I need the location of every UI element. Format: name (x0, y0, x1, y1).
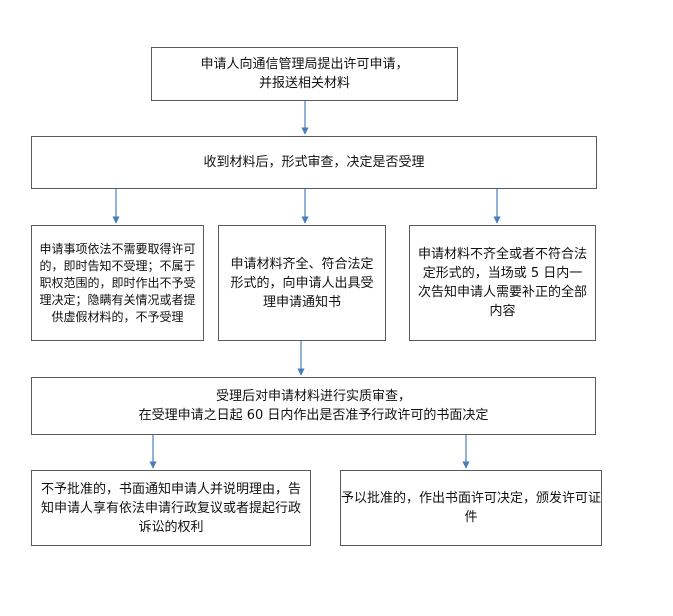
node-incomplete-text: 申请材料不齐全或者不符合法定形式的，当场或 5 日内一次告知申请人需要补正的全部… (418, 247, 588, 319)
node-approve-text: 予以批准的，作出书面许可决定，颁发许可证件 (341, 491, 602, 525)
node-approve: 予以批准的，作出书面许可决定，颁发许可证件 (340, 470, 602, 546)
node-incomplete: 申请材料不齐全或者不符合法定形式的，当场或 5 日内一次告知申请人需要补正的全部… (409, 225, 596, 341)
node-not-needed-text: 申请事项依法不需要取得许可的，即时告知不受理；不属于职权范围的，即时作出不予受理… (39, 241, 196, 324)
node-apply-text: 申请人向通信管理局提出许可申请， 并报送相关材料 (200, 57, 409, 91)
node-reject: 不予批准的，书面通知申请人并说明理由，告知申请人享有依法申请行政复议或者提起行政… (31, 470, 311, 546)
node-accept: 申请材料齐全、符合法定形式的，向申请人出具受理申请通知书 (218, 225, 386, 341)
node-review-form-text: 收到材料后，形式审查，决定是否受理 (203, 155, 425, 170)
node-substantive-review: 受理后对申请材料进行实质审查， 在受理申请之日起 60 日内作出是否准予行政许可… (31, 377, 596, 435)
node-substantive-review-text: 受理后对申请材料进行实质审查， 在受理申请之日起 60 日内作出是否准予行政许可… (138, 389, 489, 423)
node-review-form: 收到材料后，形式审查，决定是否受理 (31, 136, 597, 189)
node-not-needed: 申请事项依法不需要取得许可的，即时告知不受理；不属于职权范围的，即时作出不予受理… (31, 225, 204, 341)
node-accept-text: 申请材料齐全、符合法定形式的，向申请人出具受理申请通知书 (230, 256, 374, 310)
node-apply: 申请人向通信管理局提出许可申请， 并报送相关材料 (151, 47, 458, 101)
node-reject-text: 不予批准的，书面通知申请人并说明理由，告知申请人享有依法申请行政复议或者提起行政… (40, 481, 301, 535)
